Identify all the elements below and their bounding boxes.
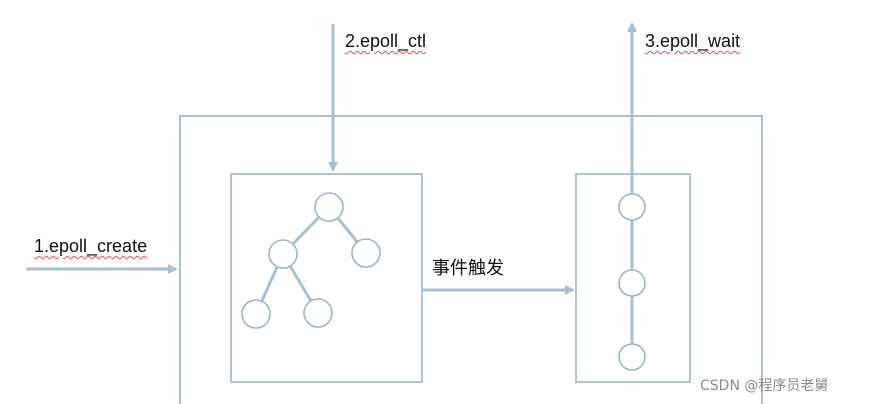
tree-node: [314, 192, 344, 222]
csdn-watermark: CSDN @程序员老舅: [700, 378, 829, 394]
ready-list-node: [618, 343, 646, 371]
epoll-wait-label: 3.epoll_wait: [645, 31, 741, 51]
tree-node: [351, 238, 381, 268]
ready-list-node: [618, 193, 646, 221]
tree-node: [268, 239, 298, 269]
rb-tree-box: [230, 173, 423, 383]
ready-list-nodes: [618, 193, 646, 371]
tree-nodes: [241, 192, 381, 329]
epoll-instance-box: [179, 115, 763, 404]
epoll-ctl-label: 2.epoll_ctl: [345, 31, 427, 51]
ready-list-node: [618, 269, 646, 297]
epoll-create-label: 1.epoll_create: [34, 236, 148, 256]
tree-node: [241, 299, 271, 329]
event-trigger-label: 事件触发: [432, 258, 504, 278]
tree-node: [303, 298, 333, 328]
